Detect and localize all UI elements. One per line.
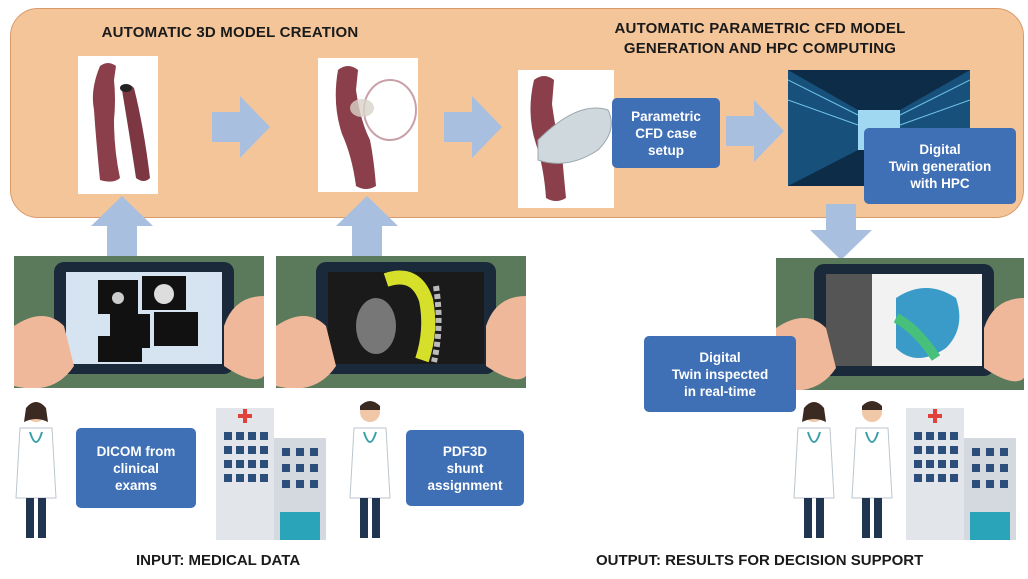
doctor-male-figure-2 bbox=[848, 398, 896, 544]
hospital-building-1 bbox=[216, 408, 326, 540]
doctor-female-figure-2 bbox=[790, 398, 838, 544]
arrow-right-3 bbox=[726, 100, 784, 162]
cfd-case-setup-box: Parametric CFD case setup bbox=[612, 98, 720, 168]
title-cfd-hpc-line2: GENERATION AND HPC COMPUTING bbox=[623, 40, 897, 57]
digital-twin-hpc-box: Digital Twin generation with HPC bbox=[864, 128, 1016, 204]
dicom-box: DICOM from clinical exams bbox=[76, 428, 196, 508]
pdf3d-box: PDF3D shunt assignment bbox=[406, 430, 524, 506]
title-cfd-hpc-line1: AUTOMATIC PARAMETRIC CFD MODEL bbox=[614, 20, 906, 37]
vessel-model-image-1 bbox=[78, 56, 158, 194]
arrow-up-2 bbox=[336, 196, 398, 256]
digital-twin-inspected-box: Digital Twin inspected in real-time bbox=[644, 336, 796, 412]
tablet-pdf3d-photo bbox=[276, 256, 526, 388]
tablet-output-photo bbox=[776, 258, 1024, 390]
hospital-building-2 bbox=[906, 408, 1016, 540]
vessel-model-image-2 bbox=[318, 58, 418, 192]
arrow-right-2 bbox=[444, 96, 502, 158]
doctor-male-figure-1 bbox=[346, 398, 394, 544]
doctor-female-figure-1 bbox=[12, 398, 60, 544]
arrow-up-1 bbox=[91, 196, 153, 256]
arrow-right-1 bbox=[212, 96, 270, 158]
cfd-model-image bbox=[518, 70, 614, 208]
input-label: INPUT: MEDICAL DATA bbox=[136, 552, 301, 569]
arrow-down bbox=[810, 204, 872, 260]
title-3d-model-creation: AUTOMATIC 3D MODEL CREATION bbox=[101, 24, 359, 41]
output-label: OUTPUT: RESULTS FOR DECISION SUPPORT bbox=[596, 552, 924, 569]
tablet-dicom-photo bbox=[14, 256, 264, 388]
